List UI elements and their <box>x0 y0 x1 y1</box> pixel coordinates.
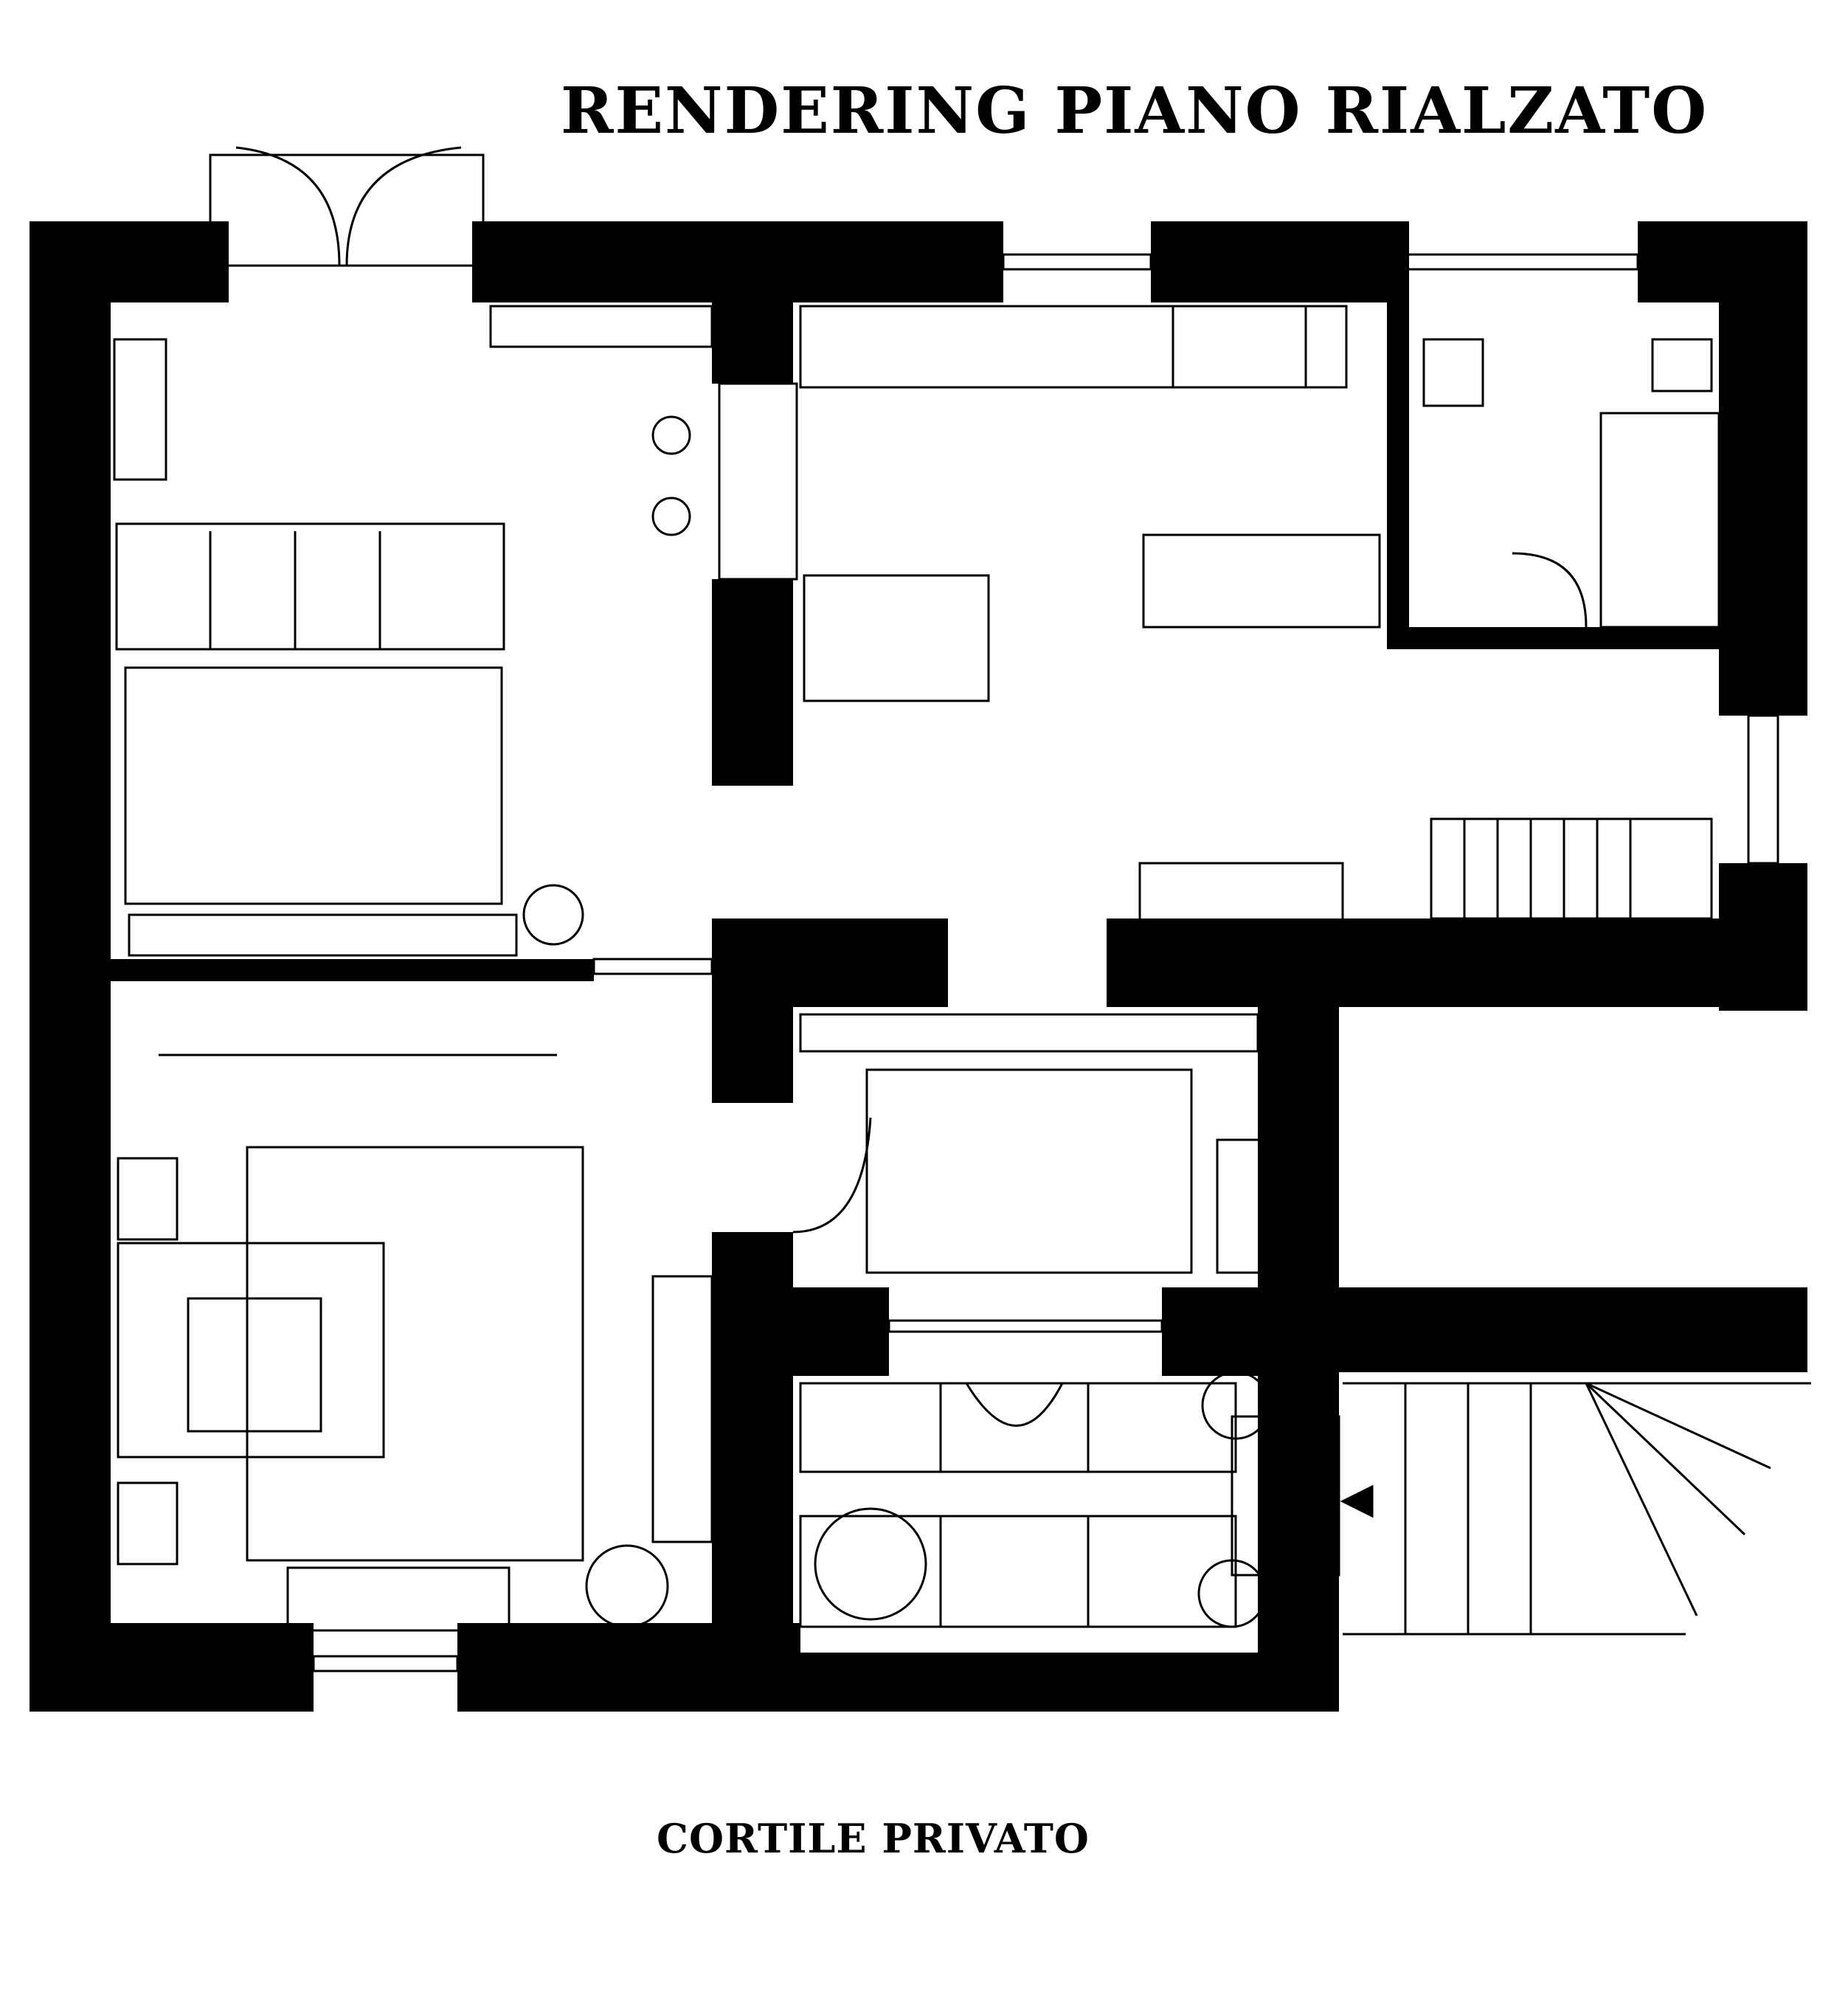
plant-3 <box>814 1507 927 1621</box>
bidet <box>1651 338 1713 392</box>
cabinet <box>651 1275 713 1543</box>
plant-5 <box>1197 1559 1267 1628</box>
sideboard <box>1138 862 1344 924</box>
windows <box>312 253 1779 1672</box>
toilet <box>1422 338 1484 407</box>
sofa <box>115 522 505 651</box>
side-table <box>117 1157 179 1241</box>
bench <box>286 1566 511 1632</box>
oven <box>1172 305 1307 389</box>
plant <box>522 884 584 946</box>
walls <box>30 221 1807 1712</box>
kitchen-island <box>1142 533 1381 629</box>
plant-2 <box>585 1544 669 1628</box>
balcony-door <box>209 146 485 267</box>
bed <box>124 666 503 905</box>
wardrobe <box>113 338 167 481</box>
desk-bed <box>865 1068 1193 1274</box>
sink-unit <box>718 382 798 581</box>
side-table-2 <box>117 1481 179 1566</box>
stairs-up <box>1430 817 1713 920</box>
tv-console <box>128 913 518 957</box>
plant-4 <box>1201 1371 1270 1440</box>
rug <box>246 1146 584 1562</box>
shelf-top <box>489 305 713 348</box>
shower <box>1599 412 1720 629</box>
plan-title: RENDERING PIANO RIALZATO <box>561 74 1709 148</box>
dining-table <box>803 574 990 702</box>
kitchen-counter <box>799 305 1348 389</box>
furniture <box>113 305 1811 1680</box>
courtyard-caption: CORTILE PRIVATO <box>657 1815 1090 1862</box>
armchair-sofa <box>117 1242 385 1459</box>
